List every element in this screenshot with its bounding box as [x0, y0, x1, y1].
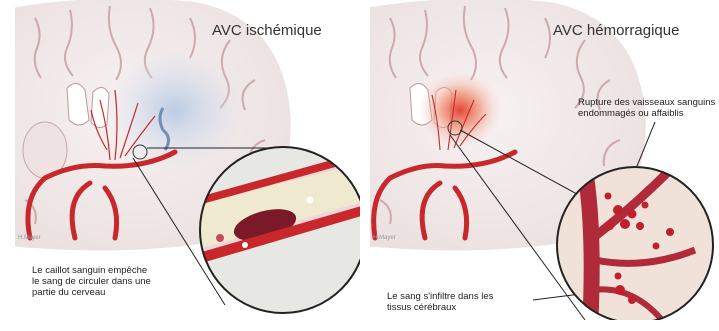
ischemic-stroke-title: AVC ischémique	[212, 22, 322, 39]
hemorrhagic-stroke-title: AVC hémorragique	[553, 22, 679, 39]
hemorrhage-area	[418, 72, 502, 148]
hemorrhagic-stroke-panel: AVC hémorragique Rupture des vaisseaux s…	[370, 0, 715, 320]
illustration-credit: H.Mayer	[373, 235, 396, 241]
bleeding-caption: Le sang s'infiltre dans les tissus céréb…	[387, 291, 537, 313]
ischemic-stroke-panel: AVC ischémique H.Mayer Le caillot sangui…	[15, 0, 360, 320]
hemorrhagic-brain-illustration	[370, 0, 715, 320]
illustration-credit: H.Mayer	[18, 235, 41, 241]
ischemic-caption: Le caillot sanguin empêche le sang de ci…	[32, 265, 202, 298]
rupture-caption: Rupture des vaisseaux sanguins endommagé…	[578, 97, 718, 119]
